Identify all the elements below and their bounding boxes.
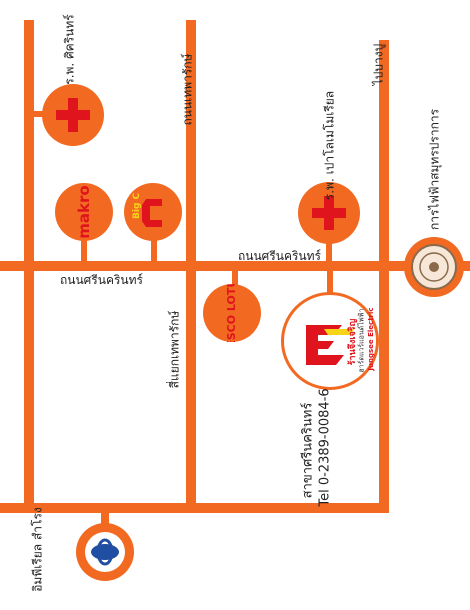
pea-label: การไฟฟ้าสมุทรปราการ xyxy=(427,108,442,231)
bigc-marker[interactable]: Big C xyxy=(124,183,182,241)
makro-marker[interactable]: makro xyxy=(55,183,113,241)
hospital-sikarin-label: ร.พ. ศิครินทร์ xyxy=(62,14,77,85)
imperial-logo xyxy=(85,532,125,572)
imperial-label: อิมพีเรียล สำโรง xyxy=(30,507,45,592)
stub-store xyxy=(327,266,333,296)
imperial-marker[interactable] xyxy=(76,523,134,581)
store-branch-label: สาขาศรีนครินทร์ xyxy=(300,402,316,499)
stub-lotus xyxy=(232,266,238,288)
road-label-thepharak-junction: สี่แยกเทพารักษ์ xyxy=(167,310,182,389)
pea-seal xyxy=(411,244,457,290)
stub-pea xyxy=(384,264,409,270)
pea-marker[interactable] xyxy=(404,237,464,297)
makro-logo: makro xyxy=(75,185,93,239)
bigc-logo: Big C xyxy=(132,192,162,227)
road-bottom-horizontal xyxy=(0,503,389,513)
store-logo-icon xyxy=(306,325,354,365)
stub-makro xyxy=(81,236,87,266)
tesco-lotus-logo: TESCO LOTUS xyxy=(225,284,238,342)
stub-hospital-paolo xyxy=(326,236,332,266)
stub-bigc xyxy=(151,236,157,266)
road-label-thepharak: ถนนเทพารักษ์ xyxy=(180,53,195,126)
tesco-lotus-marker[interactable]: TESCO LOTUS xyxy=(203,284,261,342)
road-label-bangpu: ไปบางปู xyxy=(371,43,386,86)
store-brand-sub: ฮาร์ดแวร์แอนด์ไฟฟ้า xyxy=(357,308,366,373)
road-label-srinakarin-right: ถนนศรีนครินทร์ xyxy=(238,249,321,263)
road-bangpu-vertical xyxy=(379,40,389,510)
store-brand-en: Jungsee Electric xyxy=(367,307,375,371)
hospital-sikarin-marker[interactable] xyxy=(42,84,104,146)
store-marker[interactable]: ร้านจึงเจริญ ฮาร์ดแวร์แอนด์ไฟฟ้า Jungsee… xyxy=(281,292,379,390)
red-cross-icon xyxy=(312,196,346,230)
bigc-text: Big C xyxy=(132,192,142,219)
store-phone-label: Tel 0-2389-0084-6 xyxy=(317,388,333,507)
hospital-paolo-label: ร.พ. เปาโลเมโมเรียล xyxy=(322,90,337,201)
tesco-lotus-text: TESCO LOTUS xyxy=(225,284,238,342)
red-cross-icon xyxy=(56,98,90,132)
road-imperial-stub xyxy=(101,508,109,528)
road-label-srinakarin-left: ถนนศรีนครินทร์ xyxy=(60,273,143,287)
hospital-paolo-marker[interactable] xyxy=(298,182,360,244)
